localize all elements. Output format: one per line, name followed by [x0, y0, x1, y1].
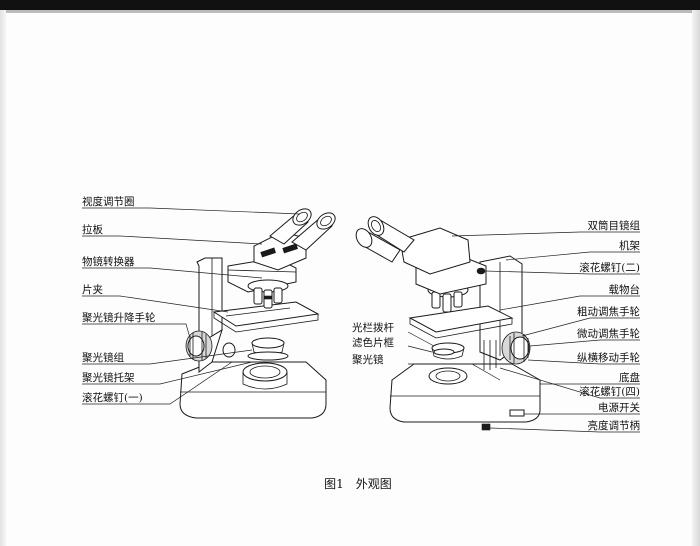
label-slide-clip: 片夹 [82, 283, 103, 296]
leader-condenser-group [82, 349, 253, 365]
right-binocular-body [399, 227, 471, 275]
leader-condenser [408, 363, 501, 381]
left-stage-side [213, 312, 319, 333]
leader-diopter-ring [82, 207, 301, 215]
left-eyepiece-2-inner [320, 215, 332, 227]
leader-frame [505, 251, 640, 261]
right-eyepiece-2-inner [371, 220, 381, 232]
leader-filter-frame [407, 345, 433, 353]
leader-xy-knob [527, 359, 640, 365]
label-brightness-handle: 亮度调节柄 [588, 419, 641, 432]
scan-top-shadow [0, 10, 700, 13]
left-microscope [179, 208, 336, 419]
leader-nosepiece [82, 267, 263, 279]
right-eyepiece-1 [355, 228, 373, 248]
right-power-switch [509, 409, 525, 417]
right-knob-knurl [509, 333, 529, 363]
leader-condenser-knob [82, 323, 191, 339]
label-condenser: 聚光镜 [352, 353, 384, 366]
label-nosepiece: 物镜转换器 [82, 255, 135, 268]
labels-left: 视度调节圈 拉板 物镜转换器 片夹 聚光镜升降手轮 聚光镜组 聚光镜托架 滚花螺… [82, 195, 156, 404]
right-condenser-body [431, 347, 465, 360]
right-focus-knob-face [510, 336, 530, 360]
label-xy-move-knob: 纵横移动手轮 [577, 351, 640, 364]
right-stage-side [409, 318, 513, 339]
label-fine-focus-knob: 微动调焦手轮 [577, 327, 640, 340]
right-objective-2 [442, 293, 452, 313]
left-condenser-holder [247, 351, 289, 361]
leader-knurled-screw-1 [82, 361, 233, 405]
label-binocular-eyepiece: 双筒目镜组 [588, 219, 641, 232]
left-pull-plate-2 [260, 247, 276, 258]
right-microscope [355, 216, 541, 431]
left-pull-plate [282, 243, 298, 254]
label-knurled-screw-1: 滚花螺钉(一) [82, 391, 143, 404]
left-slide-clip [225, 307, 291, 317]
right-light-port-inner [435, 370, 461, 382]
right-rack-rods [483, 340, 497, 370]
right-knurled-screw-2 [476, 267, 486, 275]
leader-stage [499, 295, 640, 311]
left-objective-3 [273, 287, 283, 304]
left-condenser-knob [222, 342, 236, 358]
right-base [389, 363, 541, 423]
leader-coarse-focus [521, 317, 640, 337]
leader-slide-clip [82, 295, 229, 313]
right-objective-3 [453, 291, 463, 308]
leader-binocular [451, 231, 640, 237]
leader-lines [82, 207, 640, 433]
label-condenser-holder: 聚光镜托架 [82, 371, 135, 384]
figure-caption: 图1 外观图 [324, 477, 392, 491]
right-light-port [428, 367, 468, 385]
label-knurled-screw-4: 滚花螺钉(四) [579, 385, 640, 398]
scan-left-edge [0, 10, 6, 546]
leader-diaphragm-lever [407, 331, 435, 347]
left-objective-1 [253, 287, 263, 305]
left-light-port-body [242, 372, 288, 390]
label-knurled-screw-2: 滚花螺钉(二) [579, 261, 640, 274]
leader-brightness [489, 427, 640, 433]
scan-top-border [0, 0, 700, 10]
leader-knurled-screw-2 [484, 270, 640, 275]
right-brightness-handle [481, 423, 491, 431]
labels-right: 双筒目镜组 机架 滚花螺钉(二) 载物台 粗动调焦手轮 微动调焦手轮 纵横移动手… [577, 219, 640, 432]
left-objective-band [263, 295, 273, 300]
label-condenser-lift-knob: 聚光镜升降手轮 [82, 311, 156, 324]
left-knob-knurl [189, 332, 207, 360]
left-head-edge [227, 269, 297, 273]
scan-right-edge [692, 10, 700, 546]
left-focus-knob-face [187, 335, 205, 357]
label-diaphragm-lever: 光栏拨杆 [352, 321, 394, 334]
label-power-switch: 电源开关 [598, 401, 640, 414]
leader-pull-plate [82, 235, 263, 245]
leader-fine-focus [529, 339, 640, 347]
label-filter-frame: 滤色片框 [352, 336, 394, 349]
leader-knurled-screw-4 [499, 367, 640, 399]
label-base: 底盘 [619, 371, 640, 384]
right-filter-frame [433, 348, 455, 356]
label-pull-plate: 拉板 [82, 223, 103, 236]
right-objective-1 [431, 291, 441, 309]
left-condenser-top [251, 337, 285, 349]
left-base [179, 361, 327, 419]
left-light-port-inner [249, 365, 281, 379]
label-coarse-focus-knob: 粗动调焦手轮 [577, 305, 640, 318]
label-frame: 机架 [619, 239, 640, 252]
label-diopter-ring: 视度调节圈 [82, 195, 135, 208]
label-condenser-group: 聚光镜组 [82, 351, 124, 364]
labels-center: 光栏拨杆 滤色片框 聚光镜 [352, 321, 394, 366]
label-stage: 载物台 [609, 283, 641, 296]
